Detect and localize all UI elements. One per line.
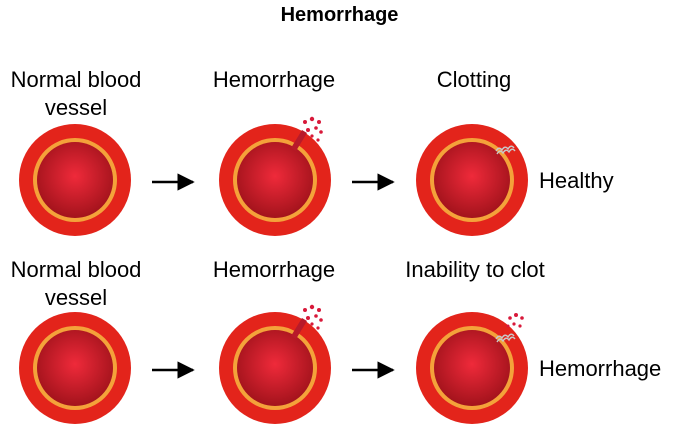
row2-stage1-label-line1: Normal blood: [10, 257, 142, 282]
row1-stage1-label-line2: vessel: [44, 95, 108, 120]
diagram-title: Hemorrhage: [280, 4, 399, 26]
row2-outcome-label: Hemorrhage: [539, 356, 662, 381]
row2-normal-vessel: [19, 312, 131, 424]
row2-inability-to-clot-vessel: [416, 312, 528, 424]
row1-hemorrhage-vessel: [219, 116, 331, 236]
row2-stage3-label: Inability to clot: [405, 257, 545, 282]
row1-stage1-label: Normal blood vessel: [0, 66, 152, 122]
row1-stage1-label-line1: Normal blood: [10, 67, 142, 92]
row2-hemorrhage-vessel: [219, 304, 331, 424]
row1-stage2-label: Hemorrhage: [212, 67, 336, 92]
row1-blood-drops: [303, 116, 323, 142]
row1-clotting-vessel: [416, 124, 528, 236]
row2-stage1-label-line2: vessel: [44, 285, 108, 310]
row2-blood-drops: [303, 304, 323, 330]
row2-leaking-drops: [506, 313, 524, 328]
row1-normal-vessel: [19, 124, 131, 236]
row1-outcome-label: Healthy: [539, 168, 614, 193]
row2-stage2-label: Hemorrhage: [212, 257, 336, 282]
row2-stage1-label: Normal blood vessel: [0, 256, 152, 312]
row1-stage3-label: Clotting: [436, 67, 512, 92]
